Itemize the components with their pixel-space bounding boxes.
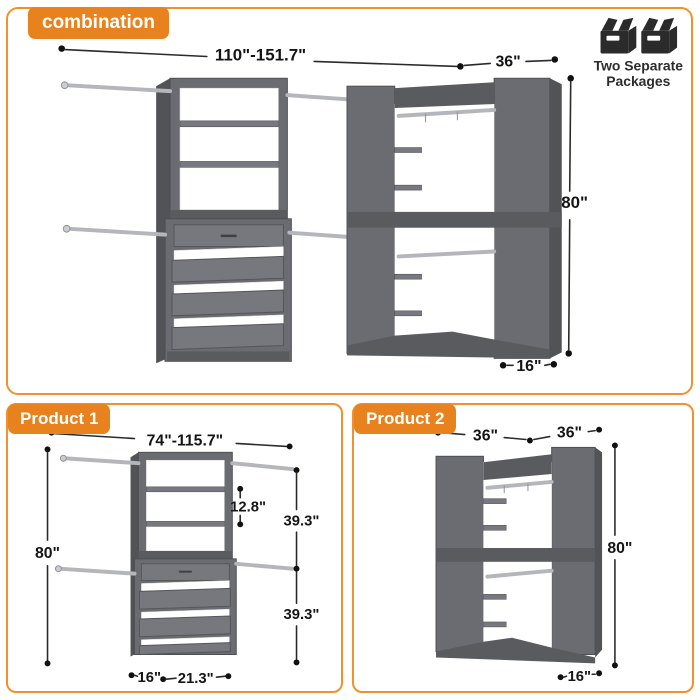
dim-label: 39.3" [284, 607, 320, 623]
dim-label: 16" [568, 669, 592, 685]
dim-label: 80" [35, 545, 60, 562]
dim-label: 36" [557, 425, 582, 442]
combination-panel: combination [6, 7, 693, 395]
product2-badge: Product 2 [354, 404, 457, 434]
dim-lower-section: 39.3" [284, 570, 320, 666]
dim-label: 110"-151.7" [215, 45, 306, 64]
dim-right-width: 36" [533, 425, 603, 442]
dim-height: 80" [607, 442, 632, 669]
dim-bottom: 16" 21.3" [128, 670, 232, 687]
product2-illustration: 36" 36" 80" [435, 425, 632, 685]
corner-closet-unit [435, 446, 603, 664]
product1-badge: Product 1 [8, 404, 111, 434]
dim-width-range: 74"-115.7" [48, 429, 293, 449]
product2-panel: Product 2 [352, 403, 694, 693]
dim-label: 16" [138, 670, 162, 686]
packages-note-line2: Packages [606, 73, 670, 89]
packages-note: Two Separate Packages [594, 17, 684, 89]
dim-label: 12.8" [230, 500, 266, 516]
dim-label: 36" [495, 53, 520, 70]
dim-label: 16" [516, 358, 541, 375]
dim-label: 39.3" [284, 513, 320, 529]
dim-height: 80" [35, 446, 60, 667]
combination-badge: combination [28, 7, 169, 39]
dim-shelf-gap: 12.8" [230, 485, 266, 528]
shelf-drawer-tower [156, 77, 292, 364]
dim-corner-top-width: 36" [463, 53, 559, 70]
hanging-rods [54, 454, 295, 576]
product1-panel: Product 1 [6, 403, 343, 693]
combination-illustration: 110"-151.7" 36" 80" [58, 17, 684, 375]
dim-label: 80" [561, 193, 588, 212]
corner-closet-unit [346, 77, 562, 359]
dim-depth: 16" [499, 358, 558, 375]
package-box-icon [641, 17, 678, 54]
shelf-drawer-tower [130, 451, 237, 657]
dim-depth: 16" [557, 669, 603, 685]
dim-upper-section: 39.3" [284, 467, 320, 572]
product1-illustration: 74"-115.7" 80" 12.8" [35, 429, 320, 687]
hanging-rods [60, 81, 360, 240]
dim-label: 80" [607, 540, 632, 557]
dim-label: 21.3" [178, 671, 214, 687]
dim-label: 36" [473, 428, 498, 445]
packages-note-line1: Two Separate [594, 57, 684, 73]
dim-total-width: 110"-151.7" [58, 45, 464, 70]
package-box-icon [600, 17, 637, 54]
dim-height: 80" [561, 75, 588, 357]
dim-label: 74"-115.7" [147, 432, 223, 449]
